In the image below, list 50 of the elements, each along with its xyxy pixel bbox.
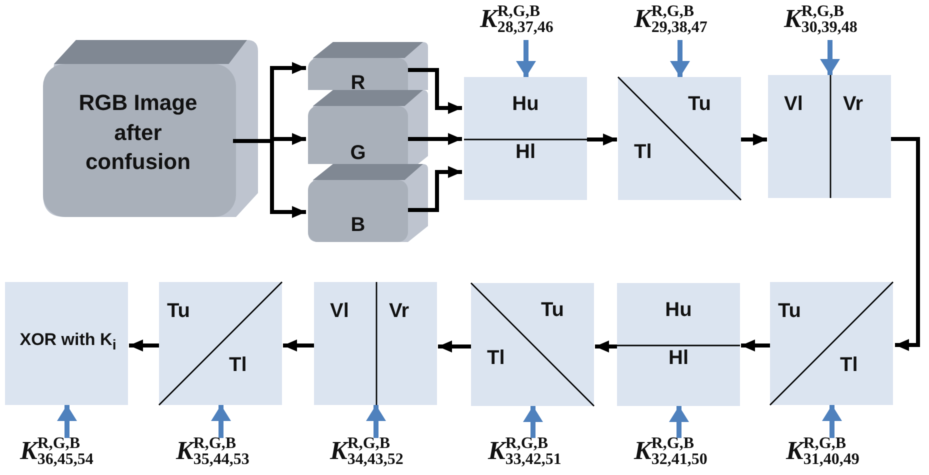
arrow — [741, 340, 770, 352]
arrow — [669, 406, 689, 438]
box-label: Vr — [389, 300, 410, 323]
block-label: RGB Image after confusion — [78, 89, 198, 176]
arrow — [408, 166, 462, 212]
process-box — [617, 283, 740, 406]
arrow — [438, 340, 471, 352]
arrow — [820, 40, 840, 75]
arrow — [523, 406, 543, 438]
box-label: Hu — [664, 299, 693, 322]
process-box — [314, 282, 437, 405]
process-box — [618, 77, 741, 200]
process-box — [770, 282, 893, 405]
process-box — [768, 75, 891, 198]
arrow — [670, 40, 690, 77]
arrow — [822, 405, 842, 438]
arrow — [408, 133, 462, 145]
box-label: Hu — [511, 93, 540, 116]
block-label: B — [350, 213, 366, 238]
arrow — [516, 40, 536, 77]
process-box — [471, 283, 594, 406]
arrow — [129, 340, 159, 352]
box-label: Vl — [784, 93, 804, 116]
box-label: Tu — [778, 300, 802, 323]
box-label: Tl — [229, 354, 248, 377]
box-label: Tu — [541, 299, 565, 322]
process-box — [464, 77, 587, 200]
block-label: R — [350, 71, 366, 96]
arrow — [366, 405, 386, 438]
arrow — [587, 134, 617, 146]
box-label: Hl — [668, 347, 690, 370]
arrow — [408, 68, 462, 114]
box-label: Hl — [514, 141, 536, 164]
box-label: Tu — [167, 300, 191, 323]
box-label: Tl — [840, 354, 859, 377]
box-label: XOR with K$_{i}$ — [18, 330, 118, 354]
box-label: Tu — [688, 93, 712, 116]
arrow — [741, 134, 767, 146]
box-label: Tl — [634, 141, 653, 164]
arrow — [891, 137, 920, 351]
box-label: Tl — [487, 347, 506, 370]
process-box — [159, 282, 282, 405]
box-label: Vr — [843, 93, 864, 116]
arrow — [283, 340, 314, 352]
arrow — [211, 405, 231, 438]
block-label: G — [349, 141, 367, 166]
process-box — [5, 282, 128, 405]
arrow — [57, 405, 77, 438]
arrow — [595, 340, 617, 352]
box-label: Vl — [330, 300, 350, 323]
